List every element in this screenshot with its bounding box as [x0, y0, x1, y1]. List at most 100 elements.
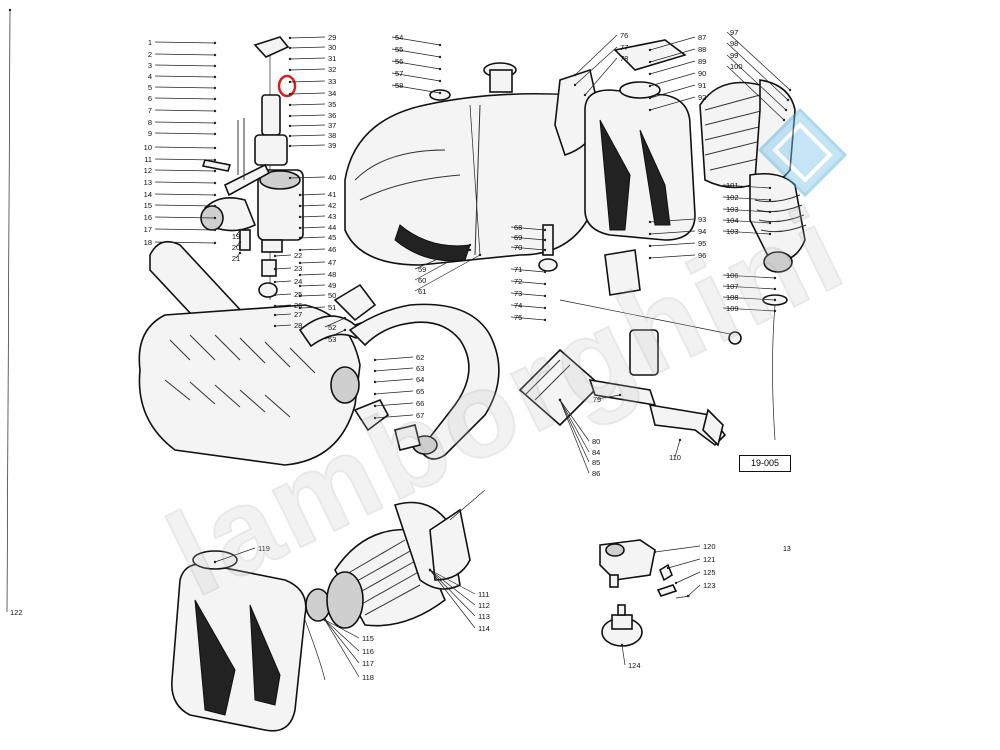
- callout-18: 18: [144, 238, 152, 247]
- leader-line-113: [429, 569, 476, 617]
- leader-line-106: [722, 274, 776, 279]
- leader-arrowhead-47: [298, 261, 302, 265]
- leader-line-27: [274, 313, 292, 316]
- callout-104: 104: [726, 216, 739, 225]
- leader-line-5: [154, 86, 216, 89]
- leader-line-25: [274, 293, 292, 296]
- leader-line-1: [154, 41, 216, 44]
- callout-121: 121: [703, 555, 716, 564]
- leader-arrowhead-40: [288, 176, 292, 180]
- leader-line-120: [654, 545, 701, 553]
- leader-line-26: [274, 304, 292, 307]
- callout-48: 48: [328, 270, 336, 279]
- leader-arrowhead-125: [674, 581, 678, 585]
- leader-arrowhead-120: [653, 550, 657, 554]
- leader-arrowhead-77: [573, 83, 577, 87]
- callout-107: 107: [726, 282, 739, 291]
- leader-arrowhead-11: [213, 158, 217, 162]
- callout-17: 17: [144, 225, 152, 234]
- leader-arrowhead-36: [288, 114, 292, 118]
- leader-line-43: [299, 215, 326, 218]
- callout-19: 19: [232, 232, 240, 241]
- leader-line-16: [154, 216, 216, 219]
- callout-69: 69: [514, 233, 522, 242]
- leader-arrowhead-93: [648, 220, 652, 224]
- leader-arrowhead-14: [213, 193, 217, 197]
- leader-arrowhead-114: [428, 568, 432, 572]
- callout-91: 91: [698, 81, 706, 90]
- callout-59: 59: [418, 265, 426, 274]
- callout-67: 67: [416, 411, 424, 420]
- leader-line-92: [649, 96, 696, 111]
- leader-arrowhead-22: [273, 254, 277, 258]
- callout-14: 14: [144, 190, 152, 199]
- leader-line-14: [154, 193, 216, 196]
- highlight-marker: [277, 74, 297, 98]
- leader-line-10: [154, 146, 216, 149]
- leader-arrowhead-76: [573, 73, 577, 77]
- leader-arrowhead-109: [773, 309, 777, 313]
- callout-5: 5: [148, 83, 152, 92]
- leader-arrowhead-29: [288, 36, 292, 40]
- silencer-assembly: [138, 240, 376, 466]
- leader-line-86: [559, 399, 590, 474]
- leader-line-88: [649, 48, 696, 63]
- leader-line-94: [649, 230, 696, 235]
- leader-line-116: [324, 619, 360, 652]
- callout-110: 110: [669, 453, 681, 462]
- leader-arrowhead-94: [648, 232, 652, 236]
- leader-line-9: [154, 132, 216, 135]
- callout-88: 88: [698, 45, 706, 54]
- callout-37: 37: [328, 121, 336, 130]
- callout-99: 99: [730, 51, 738, 60]
- leader-arrowhead-79: [618, 393, 622, 397]
- leader-arrowhead-38: [288, 134, 292, 138]
- leader-arrowhead-103: [768, 210, 772, 214]
- fuel-tank: [344, 62, 608, 266]
- fuel-tap-linkage: [518, 224, 742, 447]
- leader-arrowhead-6: [213, 97, 217, 101]
- leader-arrowhead-23: [273, 267, 277, 271]
- diagram-code-box: 19-005: [739, 455, 791, 472]
- leader-line-11: [154, 158, 216, 161]
- leader-arrowhead-37: [288, 124, 292, 128]
- callout-120: 120: [703, 542, 716, 551]
- callout-76: 76: [620, 31, 628, 40]
- callout-2: 2: [148, 50, 152, 59]
- callout-34: 34: [328, 89, 336, 98]
- leader-line-57: [391, 72, 441, 82]
- leader-line-67: [374, 414, 414, 419]
- callout-40: 40: [328, 173, 336, 182]
- leader-arrowhead-15: [213, 204, 217, 208]
- leader-line-39: [289, 144, 326, 147]
- leader-line-48: [299, 273, 326, 276]
- leader-line-4: [154, 75, 216, 78]
- leader-line-19: [235, 229, 241, 237]
- leader-arrowhead-32: [288, 68, 292, 72]
- leader-arrowhead-73: [543, 294, 547, 298]
- leader-arrowhead-43: [298, 215, 302, 219]
- callout-103: 103: [726, 205, 739, 214]
- leader-line-122: [6, 9, 11, 613]
- leader-arrowhead-89: [648, 72, 652, 76]
- leader-line-42: [299, 204, 326, 207]
- callout-103: 103: [726, 227, 739, 236]
- leader-arrowhead-16: [213, 216, 217, 220]
- leader-line-103: [722, 230, 771, 235]
- callout-89: 89: [698, 57, 706, 66]
- callout-60: 60: [418, 276, 426, 285]
- callout-43: 43: [328, 212, 336, 221]
- leader-arrowhead-3: [213, 64, 217, 68]
- leader-arrowhead-42: [298, 204, 302, 208]
- leader-arrowhead-91: [648, 96, 652, 100]
- leader-line-62: [374, 356, 414, 361]
- callout-112: 112: [478, 601, 490, 610]
- leader-line-3: [154, 64, 216, 67]
- leader-line-102: [722, 196, 771, 201]
- callout-75: 75: [514, 313, 522, 322]
- leader-arrowhead-71: [543, 270, 547, 274]
- leader-line-44: [299, 226, 326, 229]
- callout-15: 15: [144, 201, 152, 210]
- leader-arrowhead-56: [438, 67, 442, 71]
- callout-28: 28: [294, 321, 302, 330]
